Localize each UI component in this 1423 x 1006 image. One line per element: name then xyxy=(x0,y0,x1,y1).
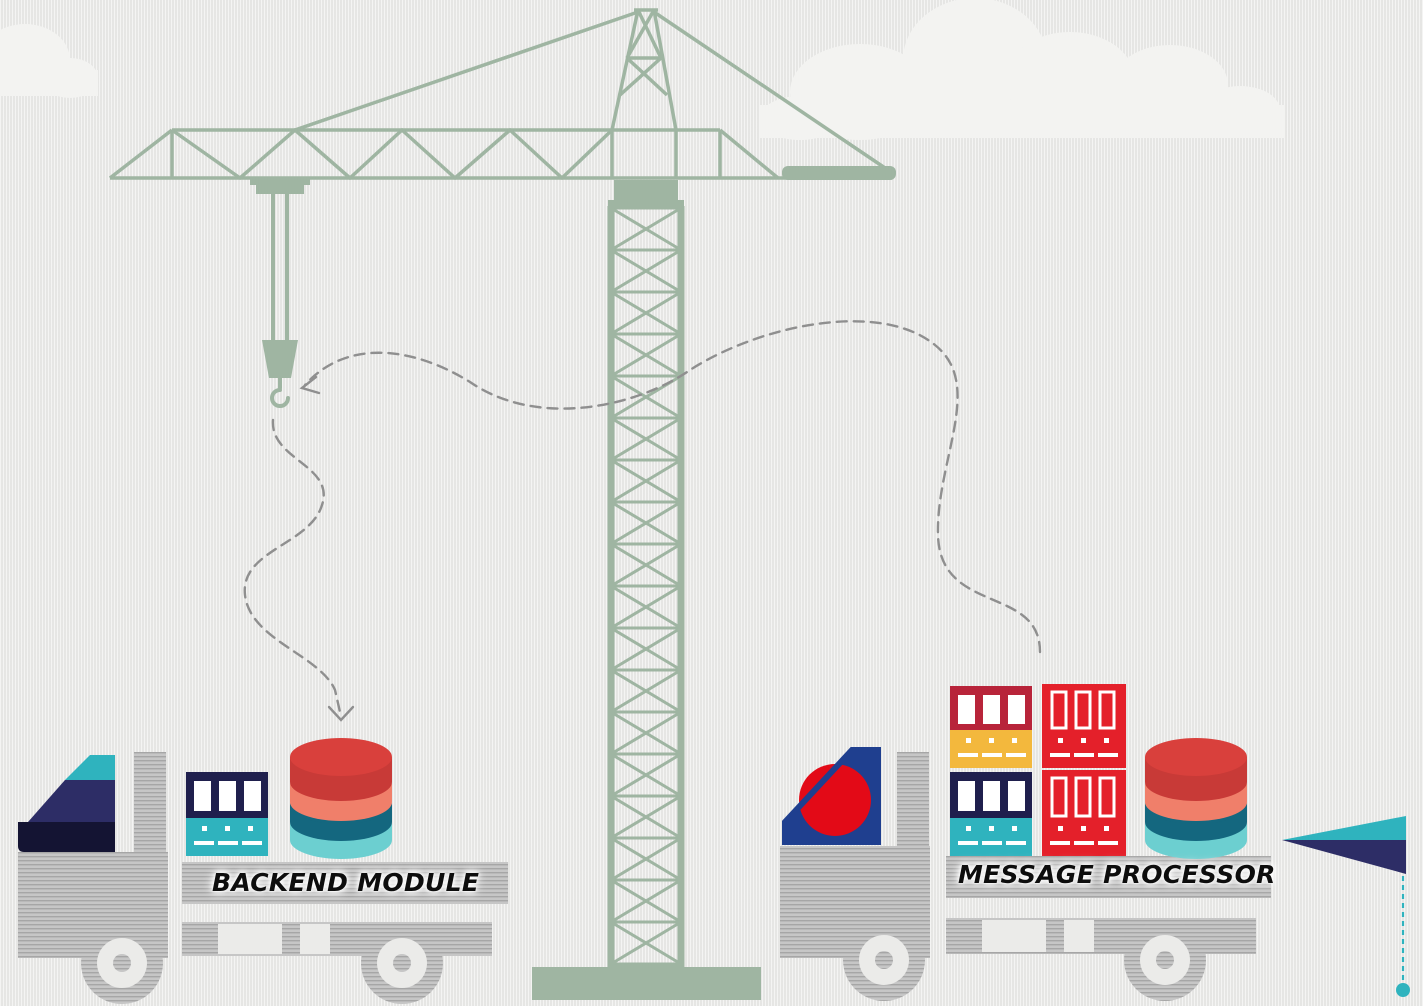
truck-icon xyxy=(780,747,1271,1001)
backend-module-label: BACKEND MODULE xyxy=(212,868,480,897)
server-rack-icon xyxy=(1042,770,1126,856)
transfer-path xyxy=(243,320,1042,714)
cloud-icon xyxy=(760,0,1285,140)
cloud-icon xyxy=(0,24,98,98)
server-rack-icon xyxy=(950,686,1032,768)
message-processor-label: MESSAGE PROCESSOR xyxy=(958,860,1276,889)
hook-icon xyxy=(262,340,298,408)
crane-icon xyxy=(108,8,896,1000)
database-icon xyxy=(290,738,392,859)
server-rack-icon xyxy=(1042,684,1126,768)
server-rack-icon xyxy=(186,772,268,856)
arrowhead-icon xyxy=(299,375,355,722)
database-icon xyxy=(1145,738,1247,859)
server-rack-icon xyxy=(950,772,1032,856)
truck-icon xyxy=(18,752,508,1004)
flag-icon xyxy=(1282,816,1410,997)
